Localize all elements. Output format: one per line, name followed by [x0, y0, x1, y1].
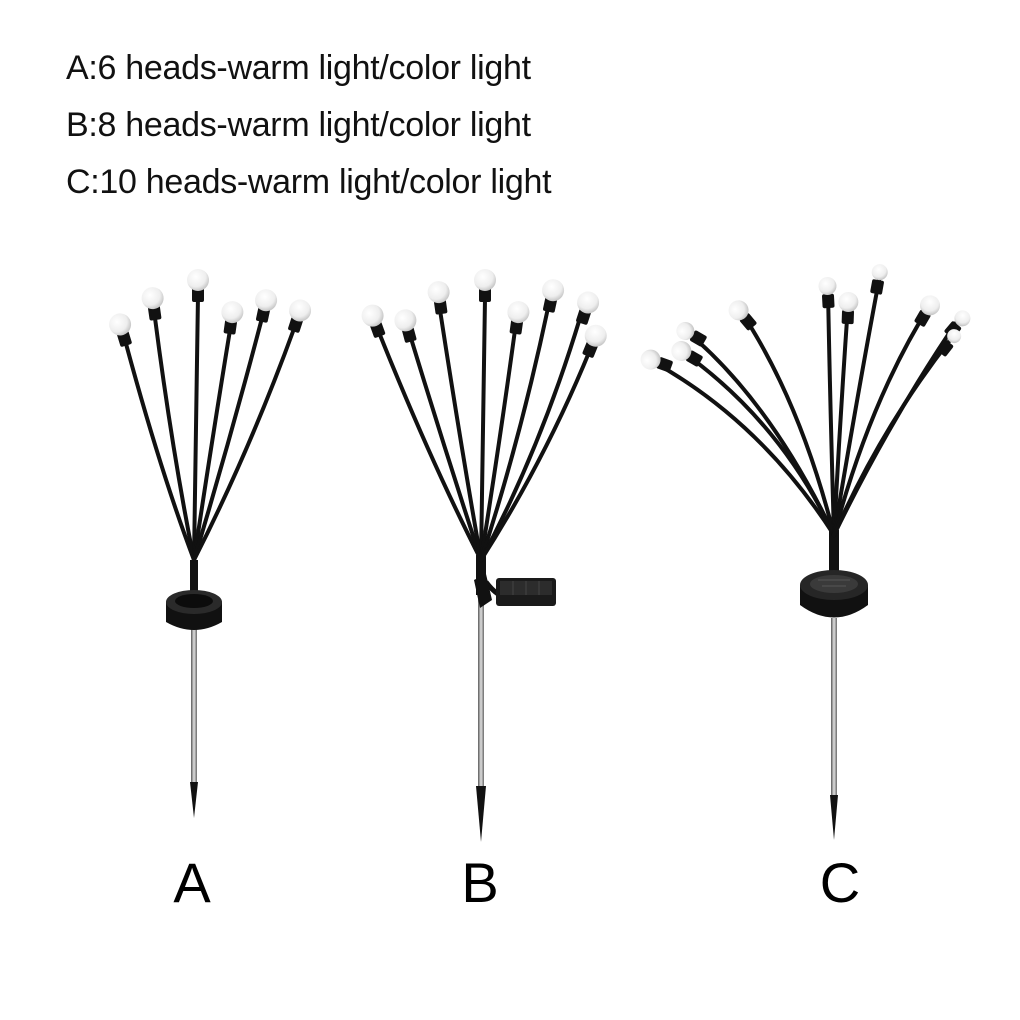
stake-c — [830, 618, 838, 840]
bulb-icon — [676, 322, 707, 347]
bulb-icon — [870, 264, 888, 295]
spec-line-a: A:6 heads-warm light/color light — [66, 49, 531, 87]
bulb-icon — [914, 295, 940, 327]
solar-base-c — [800, 530, 868, 618]
bulb-icon — [221, 301, 244, 335]
spec-line-c: C:10 heads-warm light/color light — [66, 163, 552, 201]
bulb-icon — [394, 309, 417, 343]
bulb-icon — [582, 324, 607, 358]
stems-a — [123, 293, 297, 562]
spec-list: A:6 heads-warm light/color light B:8 hea… — [66, 40, 552, 211]
bulb-icon — [427, 281, 450, 315]
variant-label-c: C — [819, 851, 861, 914]
bulb-icon — [141, 287, 164, 321]
bulb-icon — [576, 291, 600, 325]
bulb-icon — [507, 301, 530, 335]
bulb-icon — [109, 313, 132, 347]
firefly-light-c — [640, 264, 971, 840]
stems-c — [648, 273, 960, 537]
variant-label-b: B — [461, 851, 499, 914]
solar-base-a — [166, 560, 222, 630]
bulb-icon — [728, 300, 757, 331]
bulb-icon — [474, 269, 496, 302]
bulb-icon — [288, 299, 312, 333]
bulb-icon — [361, 304, 386, 338]
spec-line-b: B:8 heads-warm light/color light — [66, 106, 531, 144]
bulbs-a — [109, 269, 312, 347]
bulb-icon — [936, 329, 962, 357]
firefly-light-a — [109, 269, 312, 818]
stake-a — [190, 625, 198, 818]
solar-panel-b — [474, 555, 556, 608]
bulb-icon — [640, 349, 673, 373]
bulbs-c — [640, 264, 971, 373]
variant-label-a: A — [173, 851, 211, 914]
bulb-icon — [187, 269, 209, 302]
bulb-icon — [838, 292, 859, 325]
stake-b — [476, 590, 486, 842]
stems-b — [376, 296, 592, 562]
bulb-icon — [818, 277, 837, 309]
bulbs-b — [361, 269, 607, 358]
firefly-light-b — [361, 269, 607, 842]
bulb-icon — [542, 279, 565, 313]
bulb-icon — [671, 341, 703, 367]
bulb-icon — [255, 289, 278, 323]
